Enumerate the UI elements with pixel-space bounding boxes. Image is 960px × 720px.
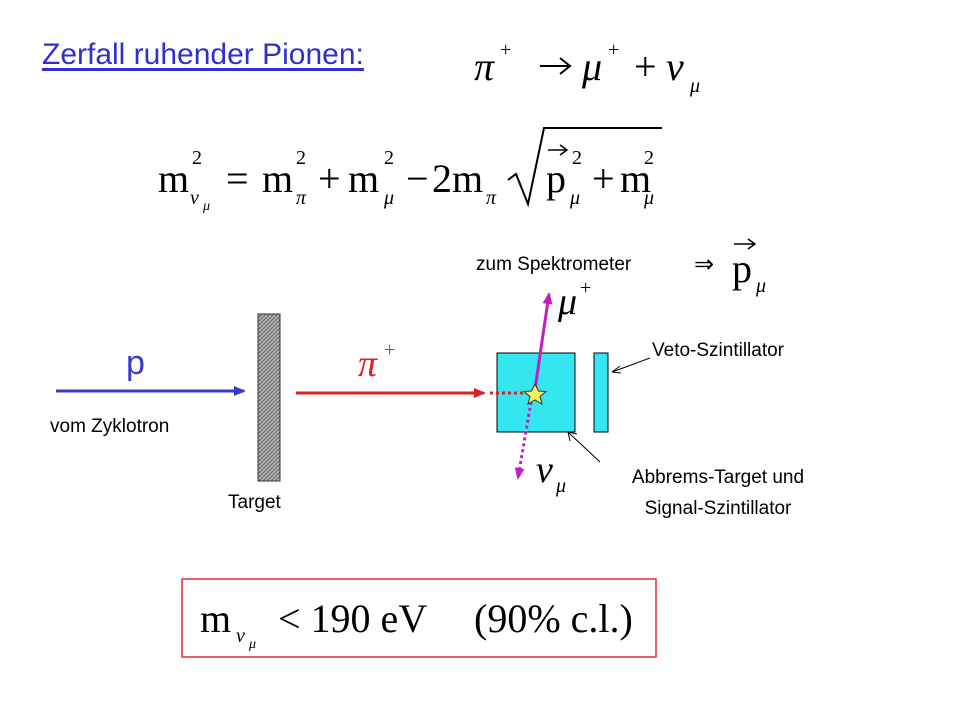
vector-arrow-icon — [548, 144, 569, 156]
formula-p: p — [546, 156, 566, 201]
neutrino-symbol: ν — [666, 44, 684, 89]
sqrt-sign-icon — [507, 127, 662, 208]
spectrometer-p: p — [732, 246, 752, 291]
cyclotron-label: vom Zyklotron — [50, 416, 169, 437]
formula-sub-pi: π — [296, 187, 307, 209]
result-m: m — [200, 596, 231, 641]
formula-m-mu: m — [348, 156, 379, 201]
veto-scintillator-box — [593, 352, 609, 433]
formula-plus: + — [592, 156, 615, 201]
implies-icon: ⇒ — [694, 252, 714, 278]
veto-pointer-line — [611, 357, 651, 373]
muon-charge: + — [608, 39, 619, 61]
formula-plus: + — [318, 156, 341, 201]
spectrometer-p-subscript: μ — [755, 275, 766, 297]
mass-formula: m 2 ν μ = m 2 π + m 2 μ − 2m π p 2 μ + m… — [158, 127, 662, 214]
formula-sup: 2 — [644, 147, 654, 169]
formula-2m: 2m — [432, 156, 483, 201]
result-sub-nu: ν — [236, 625, 245, 647]
neutrino-label-subscript: μ — [555, 475, 566, 497]
decay-vertex-star-icon — [522, 382, 548, 406]
formula-sub-mu: μ — [202, 199, 210, 214]
stopping-target-pointer-head-icon — [567, 431, 578, 442]
stopping-target-label-2: Signal-Szintillator — [645, 498, 792, 519]
proton-label: p — [126, 344, 145, 382]
production-target — [257, 313, 281, 482]
veto-pointer-head-icon — [611, 365, 622, 374]
page-title: Zerfall ruhender Pionen: — [42, 38, 364, 71]
neutrino-label: ν — [536, 449, 553, 491]
result-sub-mu: μ — [248, 637, 256, 652]
neutrino-track-arrow — [514, 395, 534, 480]
target-label: Target — [228, 492, 282, 513]
formula-sup: 2 — [296, 147, 306, 169]
formula-sup: 2 — [192, 147, 202, 169]
muon-label-charge: + — [580, 277, 591, 299]
decay-arrow-icon — [540, 57, 572, 75]
pion-label: π — [358, 343, 378, 385]
muon-label: μ — [557, 281, 577, 323]
formula-sub-pi: π — [486, 187, 497, 209]
spectrometer-label: zum Spektrometer — [476, 254, 632, 275]
pion-symbol: π — [474, 44, 495, 89]
result-confidence: (90% c.l.) — [474, 596, 633, 641]
neutrino-subscript: μ — [689, 75, 700, 97]
plus-sign: + — [634, 44, 657, 89]
formula-m-mu: m — [620, 156, 651, 201]
result-box — [181, 578, 657, 658]
formula-m-pi: m — [262, 156, 293, 201]
formula-sup: 2 — [572, 147, 582, 169]
pion-label-charge: + — [384, 339, 395, 361]
formula-sub-mu: μ — [643, 187, 654, 209]
formula-sub-mu: μ — [383, 187, 394, 209]
formula-minus: − — [406, 156, 429, 201]
formula-m: m — [158, 156, 189, 201]
spectrometer-vector-icon — [734, 238, 757, 250]
pion-charge: + — [500, 39, 511, 61]
stopping-target-label-1: Abbrems-Target und — [632, 467, 804, 488]
decay-equation: π + μ + + ν μ — [474, 39, 700, 97]
formula-sub-nu: ν — [190, 187, 199, 209]
stopping-target-pointer-line — [567, 431, 601, 463]
muon-track-arrow — [532, 292, 553, 397]
muon-symbol: μ — [581, 44, 602, 89]
result-bound: < 190 eV — [278, 596, 427, 641]
formula-sup: 2 — [384, 147, 394, 169]
formula-sub-mu: μ — [569, 187, 580, 209]
veto-label: Veto-Szintillator — [652, 340, 785, 361]
formula-eq: = — [226, 156, 249, 201]
